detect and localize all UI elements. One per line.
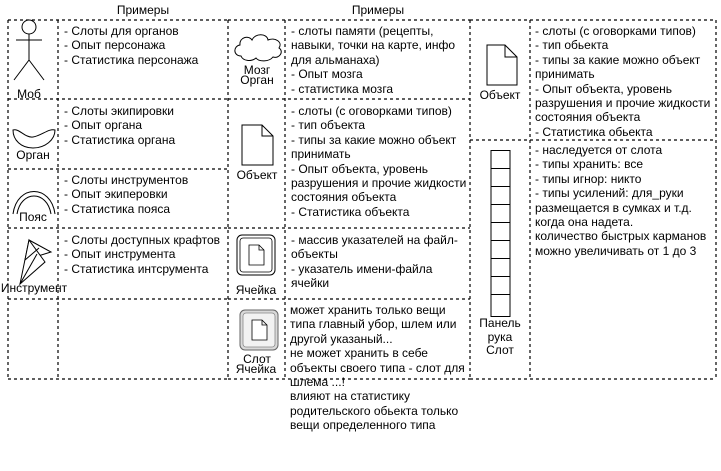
panel-label: Панель <box>479 316 521 330</box>
stick-figure-icon <box>13 19 45 81</box>
slot-description: может хранить только вещи типа главный у… <box>290 303 465 433</box>
cell-label: Ячейка <box>235 283 277 297</box>
belt-label: Пояс <box>19 210 47 224</box>
mob-label: Моб <box>17 87 41 101</box>
organ-description: - Слоты экипировки - Опыт органа - Стати… <box>64 104 176 147</box>
belt-description: - Слоты инструментов - Опыт экиперовки -… <box>64 173 189 216</box>
panel-description: - наследуется от слота - типы хранить: в… <box>535 143 707 258</box>
slot-document-icon <box>239 309 279 351</box>
slot-label-right: Слот <box>486 343 514 357</box>
brain-description: - слоты памяти (рецепты, навыки, точки н… <box>291 24 456 96</box>
tool-label: Инструмент <box>0 281 68 295</box>
document-icon <box>486 44 518 86</box>
tool-description: - Слоты доступных крафтов - Опыт инструм… <box>64 233 221 276</box>
brain-organ-label: Орган <box>240 73 274 87</box>
mob-description: - Слоты для органов - Опыт персонажа - С… <box>64 24 199 67</box>
object-label-middle: Объект <box>236 168 278 182</box>
object-description-right: - слоты (с оговорками типов) - тип обьек… <box>535 24 711 139</box>
cell-document-icon <box>236 234 276 276</box>
cell-description: - массив указателей на файл- объекты - у… <box>291 233 458 291</box>
slot-cell-label: Ячейка <box>235 362 277 376</box>
object-label-right: Объект <box>479 88 521 102</box>
tool-shape-icon <box>19 238 53 286</box>
organ-shape-icon <box>12 129 56 149</box>
cloud-icon <box>234 34 282 62</box>
organ-label: Орган <box>16 148 50 162</box>
panel-column-icon <box>490 150 511 317</box>
object-description-middle: - слоты (с оговорками типов) - тип объек… <box>291 104 467 219</box>
middle-table-header: Примеры <box>351 3 405 17</box>
document-icon <box>241 124 274 166</box>
left-table-header: Примеры <box>116 3 170 17</box>
belt-arc-icon <box>12 191 56 215</box>
brain-label: Мозг <box>243 63 271 77</box>
hand-label: рука <box>487 330 513 344</box>
slot-label: Слот <box>243 352 271 366</box>
